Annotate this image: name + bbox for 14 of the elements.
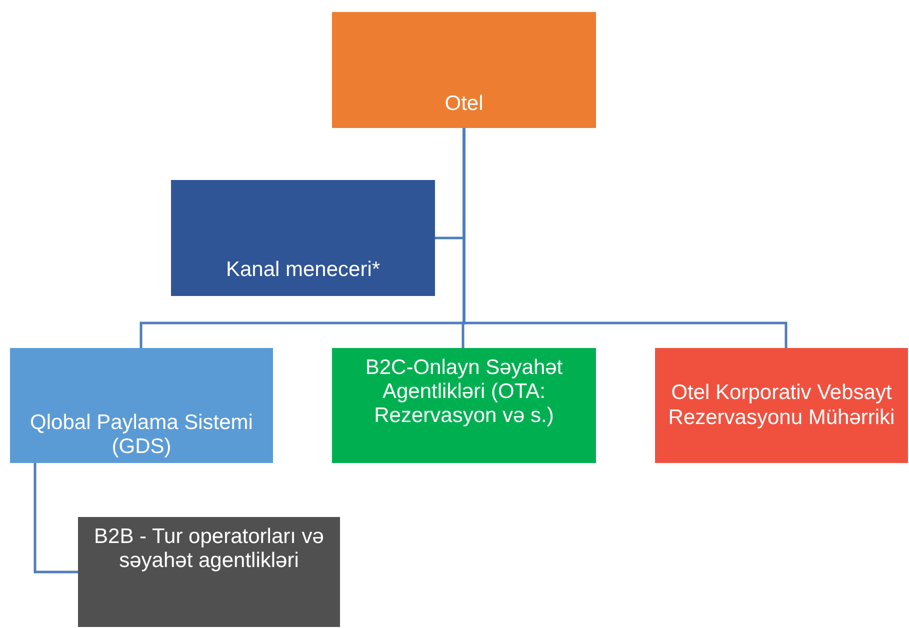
box-label: B2B - Tur operatorları və səyahət agentlikləri [93,525,325,574]
box-label: Qlobal Paylama Sistemi (GDS) [29,410,254,459]
org-chart-box [10,348,273,463]
org-chart-box [332,348,596,463]
box-label: Otel Korporativ Vebsayt Rezervasyonu Mühərriki [667,381,896,430]
box-label: Kanal meneceri* [226,258,380,282]
org-chart-box [78,517,340,627]
org-chart-box [171,180,435,296]
org-chart-box [655,348,908,463]
box-label: B2C-Onlayn Səyahət Agentlikləri (OTA: Rezervasyon və s.) [364,356,564,428]
connector-line [34,463,78,574]
box-label: Otel [444,92,484,116]
connector-line [462,128,788,348]
org-chart-box [332,12,596,128]
